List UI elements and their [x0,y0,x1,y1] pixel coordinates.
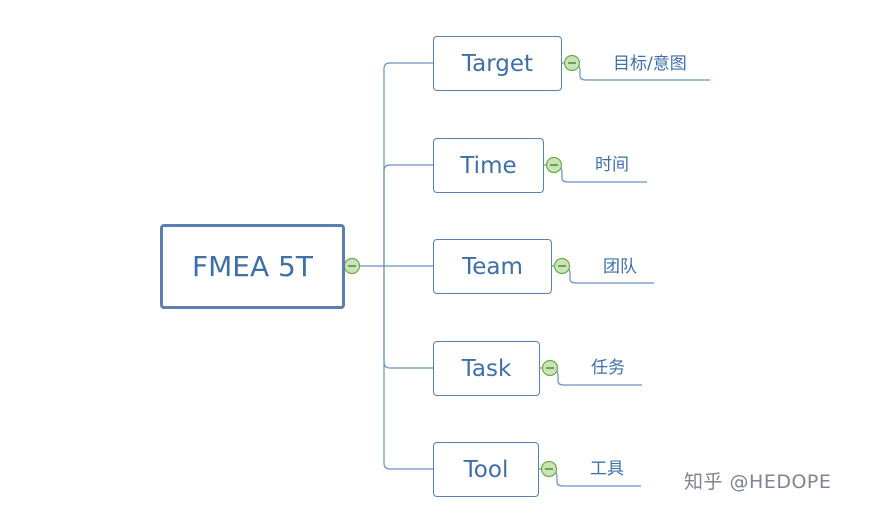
note-target[interactable]: 目标/意图 [613,54,687,74]
branch-connector-time [383,164,433,266]
branch-node-team[interactable]: Team [433,239,552,294]
branch-connector-target [383,62,433,266]
root-node[interactable]: FMEA 5T [160,224,345,309]
branch-node-task[interactable]: Task [433,341,540,396]
branch-node-time[interactable]: Time [433,138,544,193]
collapse-toggle-tool[interactable] [540,460,558,478]
note-team[interactable]: 团队 [603,257,637,277]
branch-label-task: Task [461,355,512,382]
collapse-toggle-team[interactable] [553,257,571,275]
note-tool[interactable]: 工具 [590,459,624,479]
branch-label-time: Time [460,152,517,179]
collapse-toggle-target[interactable] [563,54,581,72]
root-label: FMEA 5T [192,250,313,283]
collapse-toggle-time[interactable] [545,156,563,174]
branch-label-team: Team [462,253,523,280]
branch-label-target: Target [461,50,534,77]
branch-node-target[interactable]: Target [433,36,562,91]
root-collapse-toggle[interactable] [343,257,361,275]
note-task[interactable]: 任务 [591,358,625,378]
note-time[interactable]: 时间 [595,155,629,175]
branch-node-tool[interactable]: Tool [433,442,539,497]
branch-label-tool: Tool [463,456,509,483]
watermark-text: 知乎 @HEDOPE [684,471,832,493]
branch-connector-tool [383,266,433,470]
collapse-toggle-task[interactable] [541,359,559,377]
collapse-toggles [343,54,581,478]
branch-connector-task [383,266,433,369]
